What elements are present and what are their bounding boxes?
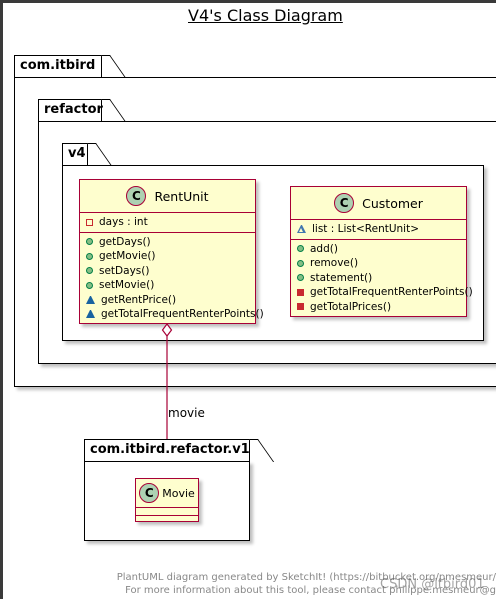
field-section	[136, 508, 198, 516]
package-tab-v4: v4	[62, 143, 88, 166]
package-tab-com-itbird-refactor-v1: com.itbird.refactor.v1	[84, 439, 250, 462]
class-rentunit: C RentUnit days : int getDays() getMovie…	[79, 179, 264, 324]
public-method-icon	[297, 274, 304, 282]
package-tab-com-itbird: com.itbird	[14, 55, 102, 78]
public-method-icon	[86, 267, 93, 275]
method-text: getRentPrice()	[101, 293, 177, 306]
method-row: getTotalPrices()	[297, 300, 460, 315]
private-method-icon	[297, 303, 304, 311]
public-method-icon	[297, 245, 304, 253]
public-method-icon	[86, 252, 93, 260]
method-text: add()	[310, 242, 338, 255]
watermark: CSDN @itbird01	[380, 577, 485, 592]
method-row: add()	[297, 242, 460, 257]
method-row: getTotalFrequentRenterPoints()	[297, 285, 473, 300]
diagram-title: V4's Class Diagram	[188, 6, 343, 25]
window-top-border	[0, 0, 496, 3]
package-field-icon	[297, 225, 306, 234]
class-header: C Customer	[291, 187, 466, 220]
method-row: getDays()	[86, 235, 249, 250]
method-text: getDays()	[99, 235, 151, 248]
class-name: Customer	[362, 195, 423, 211]
relation-label: movie	[168, 406, 205, 420]
package-label-com-itbird: com.itbird	[20, 58, 96, 73]
class-customer: C Customer list : List<RentUnit> add() r…	[290, 186, 473, 317]
class-name: RentUnit	[154, 188, 209, 204]
method-text: getTotalPrices()	[310, 300, 392, 313]
method-section	[136, 516, 198, 523]
package-label-refactor: refactor	[44, 102, 103, 117]
class-c-icon: C	[334, 193, 355, 213]
method-text: getMovie()	[99, 250, 156, 263]
field-row: list : List<RentUnit>	[297, 222, 460, 237]
field-text: list : List<RentUnit>	[312, 223, 420, 236]
method-row: getRentPrice()	[86, 293, 249, 308]
method-text: getTotalFrequentRenterPoints()	[101, 308, 264, 321]
field-section: list : List<RentUnit>	[291, 220, 466, 240]
protected-method-icon	[86, 310, 95, 319]
window-left-border	[0, 0, 3, 599]
method-row: setDays()	[86, 264, 249, 279]
method-text: statement()	[310, 271, 373, 284]
method-section: add() remove() statement() getTotalFrequ…	[291, 240, 473, 317]
method-text: getTotalFrequentRenterPoints()	[310, 286, 473, 299]
class-name: Movie	[162, 486, 195, 500]
method-row: remove()	[297, 256, 460, 271]
private-field-icon	[86, 218, 93, 226]
package-label-com-itbird-refactor-v1: com.itbird.refactor.v1	[90, 442, 250, 457]
method-row: setMovie()	[86, 278, 249, 293]
protected-method-icon	[86, 295, 95, 304]
class-movie: C Movie	[135, 478, 199, 522]
class-c-icon: C	[126, 186, 147, 206]
class-header: C Movie	[136, 479, 198, 508]
field-text: days : int	[99, 216, 148, 229]
method-row: statement()	[297, 271, 460, 286]
method-text: setMovie()	[99, 279, 155, 292]
footer-generator-line: PlantUML diagram generated by SketchIt! …	[116, 572, 496, 583]
method-row: getMovie()	[86, 249, 249, 264]
method-text: remove()	[310, 257, 359, 270]
field-row: days : int	[86, 215, 249, 230]
public-method-icon	[86, 238, 93, 246]
method-section: getDays() getMovie() setDays() setMovie(…	[80, 233, 264, 324]
package-tab-refactor: refactor	[38, 99, 103, 122]
field-section: days : int	[80, 213, 255, 233]
private-method-icon	[297, 288, 304, 296]
package-label-v4: v4	[68, 146, 86, 161]
class-c-icon: C	[139, 483, 160, 503]
public-method-icon	[86, 281, 93, 289]
aggregation-diamond-icon	[161, 323, 173, 337]
class-header: C RentUnit	[80, 180, 255, 213]
method-text: setDays()	[99, 264, 150, 277]
method-row: getTotalFrequentRenterPoints()	[86, 307, 264, 322]
public-method-icon	[297, 259, 304, 267]
footer-contact-line: For more information about this tool, pl…	[125, 585, 496, 596]
